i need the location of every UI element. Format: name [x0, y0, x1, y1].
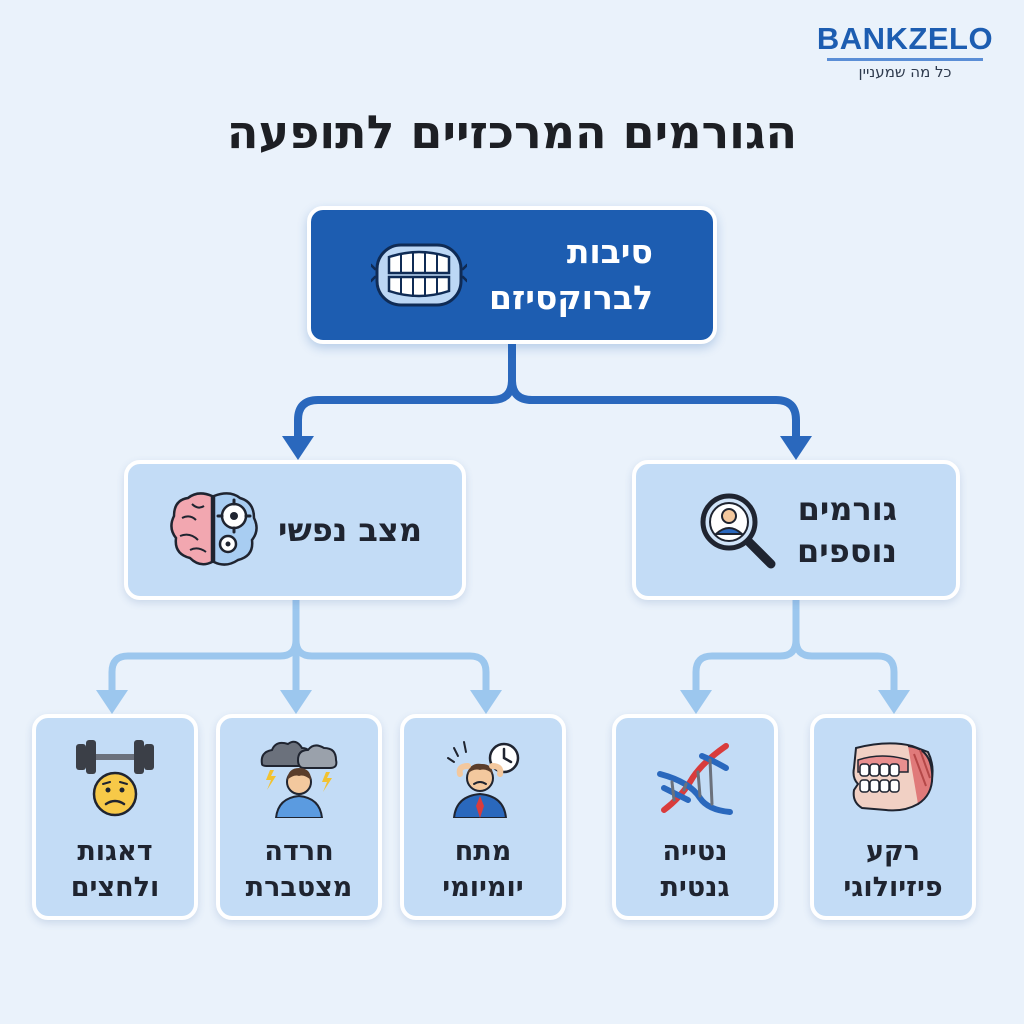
leaf-stress-line1: מתח: [454, 836, 512, 867]
page-title: הגורמים המרכזיים לתופעה: [226, 105, 798, 159]
branch-psychological-line1: מצב נפשי: [278, 511, 422, 549]
leaf-worries-line2: ולחצים: [70, 872, 160, 903]
stressed-man-clock-icon: [447, 741, 520, 818]
dna-icon: [657, 743, 733, 815]
dumbbell-worried-face-icon: [76, 740, 154, 817]
branch-additional-line1: גורמים: [797, 490, 897, 528]
arrow-to-stress: [470, 690, 502, 714]
leaf-genetic-line1: נטייה: [662, 836, 728, 867]
leaf-physiological-label: רקע פיזיולוגי: [843, 834, 942, 906]
brain-gears-icon: [170, 492, 258, 566]
leaf-worries: דאגות ולחצים: [32, 714, 198, 920]
leaf-anxiety-line2: מצטברת: [245, 872, 353, 903]
leaf-worries-line1: דאגות: [77, 836, 153, 867]
branch-additional-label: גורמים נוספים: [797, 488, 897, 572]
root-label: סיבות לברוקסיזם: [489, 229, 653, 321]
root-node: סיבות לברוקסיזם: [307, 206, 717, 344]
storm-cloud-person-icon: [260, 740, 338, 818]
leaf-stress: מתח יומיומי: [400, 714, 566, 920]
leaf-anxiety: חרדה מצטברת: [216, 714, 382, 920]
brand-logo: BANKZELO כל מה שמעניין: [800, 20, 1010, 90]
root-label-line1: סיבות: [566, 232, 653, 271]
psychological-connector: [108, 596, 490, 696]
branch-psychological-label: מצב נפשי: [278, 509, 422, 551]
arrow-to-worries: [96, 690, 128, 714]
magnifier-person-icon: [700, 493, 776, 569]
arrow-to-psychological: [282, 436, 314, 460]
leaf-anxiety-line1: חרדה: [264, 836, 334, 867]
additional-connector: [692, 596, 898, 696]
branch-psychological: מצב נפשי: [124, 460, 466, 600]
root-connector: [294, 340, 800, 442]
leaf-physiological-line1: רקע: [865, 836, 921, 867]
arrow-to-genetic: [680, 690, 712, 714]
brand-underline: [827, 58, 983, 61]
brand-tagline: כל מה שמעניין: [858, 63, 952, 81]
leaf-genetic-line2: גנטית: [660, 872, 730, 903]
root-label-line2: לברוקסיזם: [489, 278, 653, 317]
leaf-physiological-line2: פיזיולוגי: [843, 872, 943, 903]
leaf-genetic-label: נטייה גנטית: [660, 834, 729, 906]
jaw-teeth-icon: [852, 742, 934, 812]
branch-additional: גורמים נוספים: [632, 460, 960, 600]
brand-name: BANKZELO: [816, 21, 994, 56]
branch-additional-line2: נוספים: [797, 532, 897, 570]
leaf-anxiety-label: חרדה מצטברת: [246, 834, 353, 906]
arrow-to-additional: [780, 436, 812, 460]
leaf-worries-label: דאגות ולחצים: [71, 834, 160, 906]
teeth-grinding-icon: [371, 243, 468, 307]
leaf-physiological: רקע פיזיולוגי: [810, 714, 976, 920]
leaf-stress-line2: יומיומי: [442, 872, 524, 903]
arrow-to-physiological: [878, 690, 910, 714]
arrow-to-anxiety: [280, 690, 312, 714]
leaf-genetic: נטייה גנטית: [612, 714, 778, 920]
leaf-stress-label: מתח יומיומי: [442, 834, 523, 906]
